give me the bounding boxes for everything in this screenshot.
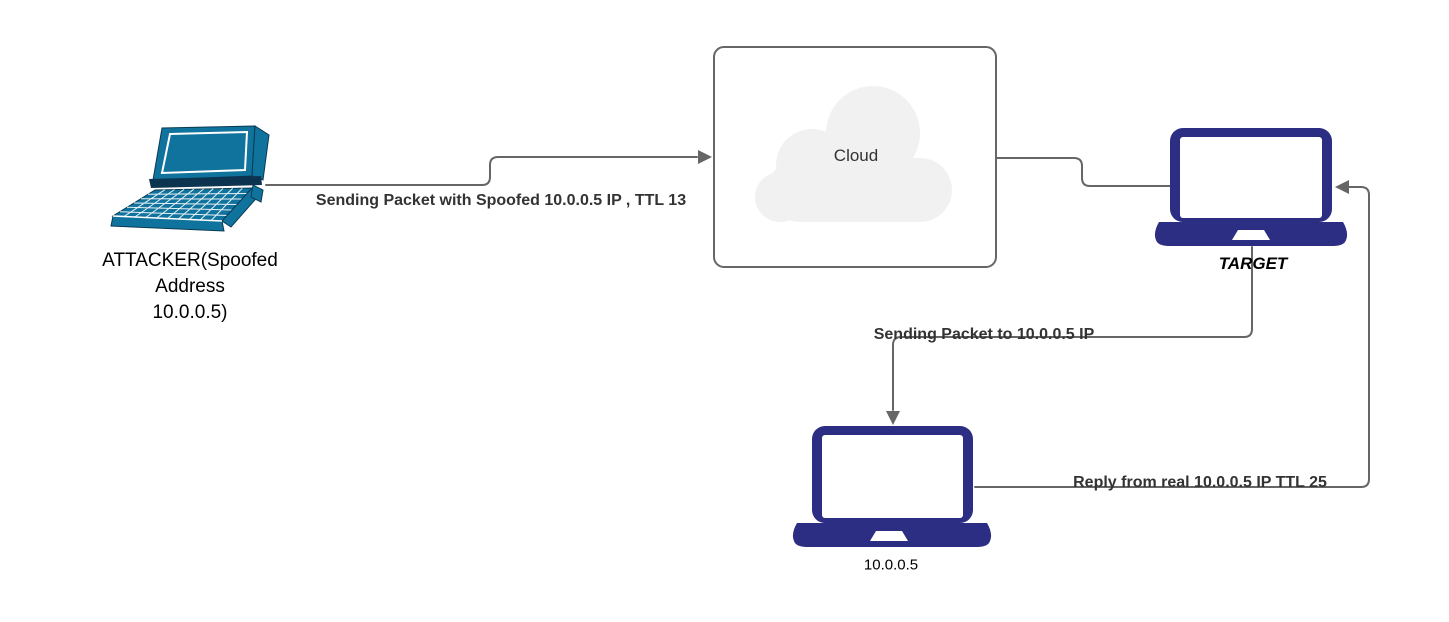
attack-edge: [265, 150, 712, 186]
cloud-puff-top: [826, 86, 920, 180]
attacker-label-line-2: Address: [155, 276, 225, 297]
forward-edge-line: [892, 246, 1253, 411]
reply-edge: [974, 180, 1370, 488]
cloud-label: Cloud: [833, 146, 879, 165]
attacker-laptop-hinge: [149, 176, 262, 188]
forward-edge: [886, 246, 1253, 425]
real-host-label: 10.0.0.5: [863, 556, 919, 574]
real-host-laptop-screen: [822, 435, 963, 518]
forward-edge-label: Sending Packet to 10.0.0.5 IP: [873, 326, 1095, 343]
attacker-label-line-1: ATTACKER(Spoofed: [102, 250, 278, 271]
target-laptop-notch: [1232, 230, 1270, 240]
cloud-target-edge-line: [996, 157, 1177, 187]
cloud-icon: [755, 86, 952, 222]
attacker-label-line-3: 10.0.0.5): [152, 302, 228, 323]
target-laptop-icon: [1154, 128, 1348, 246]
attacker-label: ATTACKER(Spoofed Address 10.0.0.5): [102, 248, 278, 326]
attack-edge-arrowhead: [698, 150, 712, 164]
cloud-body: [768, 158, 952, 222]
reply-edge-line: [974, 186, 1370, 488]
reply-edge-arrowhead: [1335, 180, 1349, 194]
attacker-laptop-screen-side: [251, 125, 270, 181]
attacker-laptop-key-grid: [119, 187, 248, 221]
target-label: TARGET: [1218, 254, 1288, 273]
target-laptop-screen: [1180, 137, 1322, 218]
reply-edge-label: Reply from real 10.0.0.5 IP TTL 25: [1073, 474, 1327, 491]
cloud-target-edge: [996, 157, 1177, 187]
real-host-laptop-icon: [792, 426, 992, 547]
real-host-laptop-notch: [870, 531, 908, 541]
attacker-laptop-foot: [250, 184, 264, 203]
cloud-node: [713, 46, 997, 268]
attacker-laptop-bezel: [160, 130, 249, 175]
forward-edge-arrowhead: [886, 411, 900, 425]
attacker-laptop-icon: [110, 125, 270, 232]
attack-edge-label: Sending Packet with Spoofed 10.0.0.5 IP …: [315, 192, 687, 209]
attacker-laptop-base-highlight: [112, 215, 223, 222]
attack-edge-line: [265, 156, 698, 186]
